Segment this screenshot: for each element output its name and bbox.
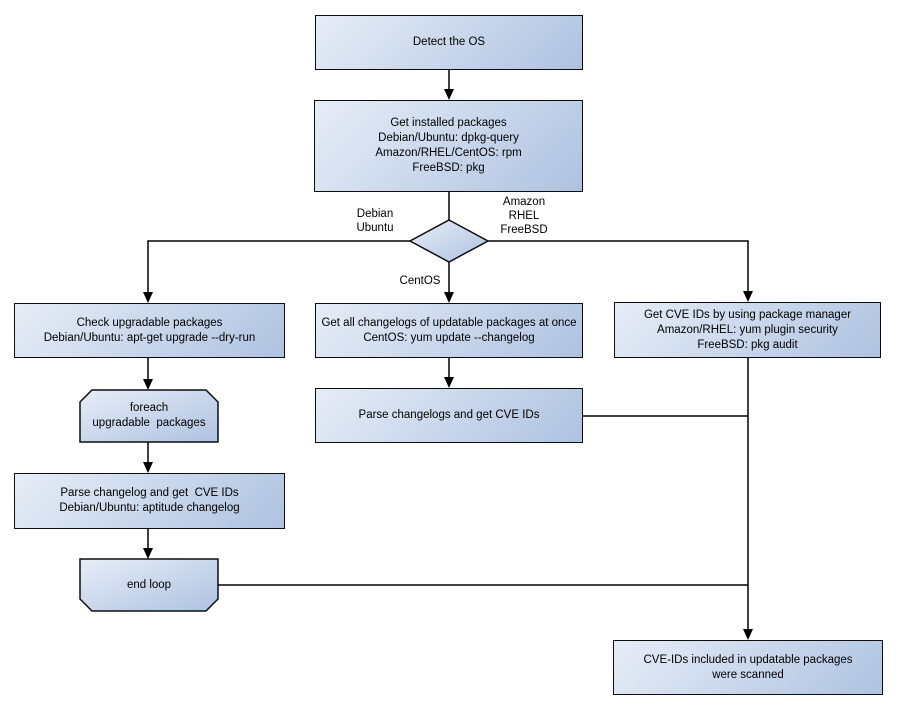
- node-get-all-changelogs: Get all changelogs of updatable packages…: [315, 303, 583, 358]
- edge-label-line: Ubuntu: [356, 222, 394, 234]
- node-label: Get CVE IDs by using package manager: [643, 308, 852, 321]
- node-label: Parse changelog and get CVE IDs: [60, 487, 239, 499]
- arrowhead-icon: [444, 377, 454, 388]
- node-get-installed-packages: Get installed packages Debian/Ubuntu: dp…: [314, 100, 583, 192]
- node-label: were scanned: [712, 668, 784, 681]
- node-label: FreeBSD: pkg: [412, 162, 485, 174]
- edge-label-line: Debian: [356, 208, 394, 220]
- node-detect-os: Detect the OS: [315, 15, 583, 70]
- edge-label-debian-ubuntu: Debian Ubuntu: [340, 207, 410, 235]
- decision-diamond-icon: [408, 219, 490, 263]
- node-label: CentOS: yum update --changelog: [363, 331, 535, 344]
- node-label: Amazon/RHEL: yum plugin security: [657, 323, 838, 336]
- arrowhead-icon: [143, 462, 153, 473]
- arrowhead-icon: [743, 291, 753, 302]
- arrowhead-icon: [444, 89, 454, 100]
- node-label: Parse changelogs and get CVE IDs: [358, 409, 540, 421]
- arrowhead-icon: [143, 292, 153, 303]
- loop-end-shape: [79, 558, 219, 612]
- edge-label-line: CentOS: [399, 275, 441, 287]
- edge-label-centos: CentOS: [385, 274, 455, 288]
- edge-label-line: FreeBSD: [500, 224, 548, 236]
- arrowhead-icon: [444, 292, 454, 303]
- node-label: Detect the OS: [412, 36, 486, 48]
- edge-decision-to-right: [488, 240, 749, 292]
- edge-label-amazon-rhel-freebsd: Amazon RHEL FreeBSD: [489, 195, 559, 237]
- edge-label-line: RHEL: [508, 210, 540, 222]
- node-label: Debian/Ubuntu: dpkg-query: [378, 132, 519, 144]
- node-label: FreeBSD: pkg audit: [697, 338, 798, 351]
- edge-decision-to-left: [147, 240, 410, 293]
- loop-start-shape: [79, 389, 219, 443]
- node-parse-changelog: Parse changelog and get CVE IDs Debian/U…: [14, 473, 285, 529]
- node-label: Check upgradable packages: [76, 316, 223, 329]
- node-label: upgradable packages: [92, 417, 206, 429]
- node-label: Amazon/RHEL/CentOS: rpm: [375, 147, 522, 159]
- node-label: Debian/Ubuntu: apt-get upgrade --dry-run: [43, 331, 256, 344]
- node-label: CVE-IDs included in updatable packages: [643, 653, 853, 666]
- node-parse-changelogs: Parse changelogs and get CVE IDs: [315, 388, 583, 443]
- edge-label-line: Amazon: [502, 196, 546, 208]
- arrowhead-icon: [743, 629, 753, 640]
- node-check-upgradable-packages: Check upgradable packages Debian/Ubuntu:…: [14, 303, 285, 358]
- node-end-loop: end loop: [80, 559, 218, 611]
- arrowhead-icon: [143, 548, 153, 559]
- node-label: foreach: [129, 402, 169, 414]
- node-label: Debian/Ubuntu: aptitude changelog: [59, 502, 240, 514]
- node-label: end loop: [126, 578, 172, 591]
- node-result-scanned: CVE-IDs included in updatable packages w…: [613, 640, 883, 695]
- node-label: Get installed packages: [390, 117, 507, 129]
- node-get-cve-ids: Get CVE IDs by using package manager Ama…: [614, 302, 881, 358]
- node-foreach-loop: foreach upgradable packages: [80, 390, 218, 442]
- arrowhead-icon: [143, 379, 153, 390]
- node-label: Get all changelogs of updatable packages…: [321, 316, 577, 329]
